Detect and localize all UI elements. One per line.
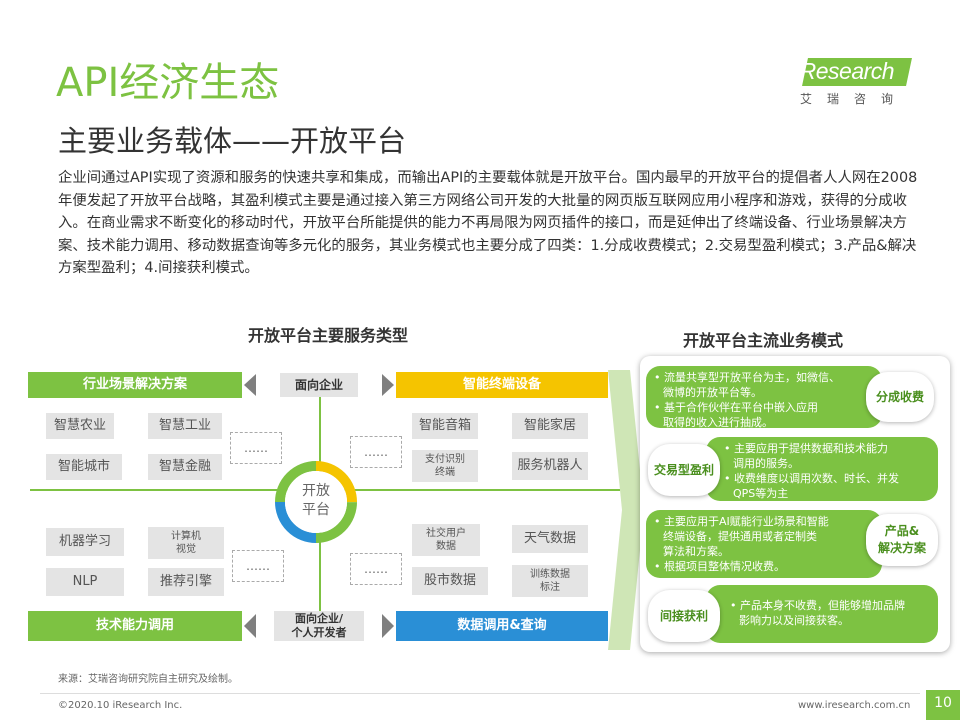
badge-product-solution: 产品& 解决方案 [866,514,938,566]
model-1-line-4: 取得的收入进行抽成。 [663,416,773,429]
logo-i: i [795,58,800,84]
logo-research: Research [799,58,895,84]
source-note: 来源：艾瑞咨询研究院自主研究及绘制。 [58,674,238,685]
model-3-line-2: 终端设备，提供通用或者定制类 [663,530,817,543]
model-card-transaction: • 主要应用于提供数据和技术能力 调用的服务。 • 收费维度以调用次数、时长、并… [706,437,938,501]
item-computer-vision-line1: 计算机 [171,531,201,542]
center-label-line2: 平台 [302,502,330,518]
item-smart-agriculture: 智慧农业 [46,413,114,439]
badge-transaction: 交易型盈利 [648,444,720,496]
item-payment-terminal-line2: 终端 [435,467,455,478]
more-items-ellipsis: …… [230,432,282,464]
item-training-data-line1: 训练数据 [530,569,570,580]
center-label-line1: 开放 [302,483,330,499]
item-smart-home: 智能家居 [512,413,588,439]
badge-product-line1: 产品& [884,524,920,538]
item-service-robot: 服务机器人 [512,452,588,480]
model-2-line-4: QPS等为主 [733,487,789,500]
page-number: 10 [934,695,952,711]
item-computer-vision: 计算机 视觉 [148,527,224,559]
model-2-line-2: 调用的服务。 [733,457,799,470]
badge-revenue-share: 分成收费 [866,372,934,422]
item-payment-terminal: 支付识别 终端 [412,450,478,482]
model-4-line-2: 影响力以及间接获客。 [739,614,849,627]
left-section-title: 开放平台主要服务类型 [248,326,409,345]
model-3-bullet-1: • 主要应用于AI赋能行业场景和智能 [654,515,829,528]
page-title: API经济生态 [56,60,280,106]
copyright: ©2020.10 iResearch Inc. [58,700,183,711]
label-enterprise-developer-line2: 个人开发者 [291,626,347,639]
page-subtitle: 主要业务载体——开放平台 [58,124,407,158]
intro-paragraph: 企业间通过API实现了资源和服务的快速共享和集成，而输出API的主要载体就是开放… [58,170,918,276]
bidirectional-arrow-bottom-icon [244,611,394,641]
model-1-bullet-1: • 流量共享型开放平台为主，如微信、 [654,371,840,384]
bar-data-query: 数据调用&查询 [396,611,608,641]
logo: iResearch [795,58,895,85]
badge-indirect: 间接获利 [648,590,720,642]
logo-chinese: 艾瑞咨询 [800,92,909,106]
item-stock-data: 股市数据 [412,567,488,595]
more-items-ellipsis: …… [350,436,402,468]
item-nlp: NLP [46,568,124,596]
model-card-product-solution: • 主要应用于AI赋能行业场景和智能 终端设备，提供通用或者定制类 算法和方案。… [646,510,882,578]
item-computer-vision-line2: 视觉 [176,544,196,555]
more-items-ellipsis: …… [350,553,402,585]
item-payment-terminal-line1: 支付识别 [425,454,465,465]
model-2-bullet-2: • 收费维度以调用次数、时长、并发 [724,472,899,485]
item-social-user-data-line2: 数据 [436,541,456,552]
model-4-bullet-1: • 产品本身不收费，但能够增加品牌 [730,599,905,612]
item-training-data-line2: 标注 [540,582,560,593]
footer-divider [40,693,920,694]
right-section-title: 开放平台主流业务模式 [683,331,844,350]
item-machine-learning: 机器学习 [46,528,124,556]
model-card-revenue-share: • 流量共享型开放平台为主，如微信、 微博的开放平台等。 • 基于合作伙伴在平台… [646,366,882,429]
item-smart-city: 智能城市 [46,454,122,480]
bar-industry-solutions: 行业场景解决方案 [28,372,242,398]
item-training-data-labeling: 训练数据 标注 [512,565,588,597]
website-link[interactable]: www.iresearch.com.cn [798,700,911,711]
item-smart-industry: 智慧工业 [148,413,222,439]
model-3-line-3: 算法和方案。 [663,545,729,558]
label-enterprise-developer: 面向企业/ 个人开发者 [274,612,364,640]
open-platform-ring [275,461,357,543]
badge-product-line2: 解决方案 [877,541,926,555]
bar-smart-terminal: 智能终端设备 [396,372,608,398]
item-smart-finance: 智慧金融 [148,454,222,480]
page-number-box [926,690,960,720]
model-1-line-2: 微博的开放平台等。 [663,386,762,399]
bidirectional-arrow-top-icon [244,373,394,397]
center-label: 开放 平台 [290,482,342,520]
item-weather-data: 天气数据 [512,525,588,553]
item-recommendation-engine: 推荐引擎 [148,568,224,596]
model-1-bullet-2: • 基于合作伙伴在平台中嵌入应用 [654,401,818,414]
bar-tech-capabilities: 技术能力调用 [28,611,242,641]
label-enterprise-developer-line1: 面向企业/ [294,612,344,625]
model-2-bullet-1: • 主要应用于提供数据和技术能力 [724,442,888,455]
model-card-indirect: • 产品本身不收费，但能够增加品牌 影响力以及间接获客。 [706,585,938,643]
chevron-right-icon [608,370,644,650]
label-enterprise: 面向企业 [294,378,343,392]
item-smart-speaker: 智能音箱 [412,413,478,439]
item-social-user-data-line1: 社交用户 [426,528,466,539]
more-items-ellipsis: …… [232,550,284,582]
model-3-bullet-2: • 根据项目整体情况收费。 [654,560,785,573]
item-social-user-data: 社交用户 数据 [412,524,480,556]
